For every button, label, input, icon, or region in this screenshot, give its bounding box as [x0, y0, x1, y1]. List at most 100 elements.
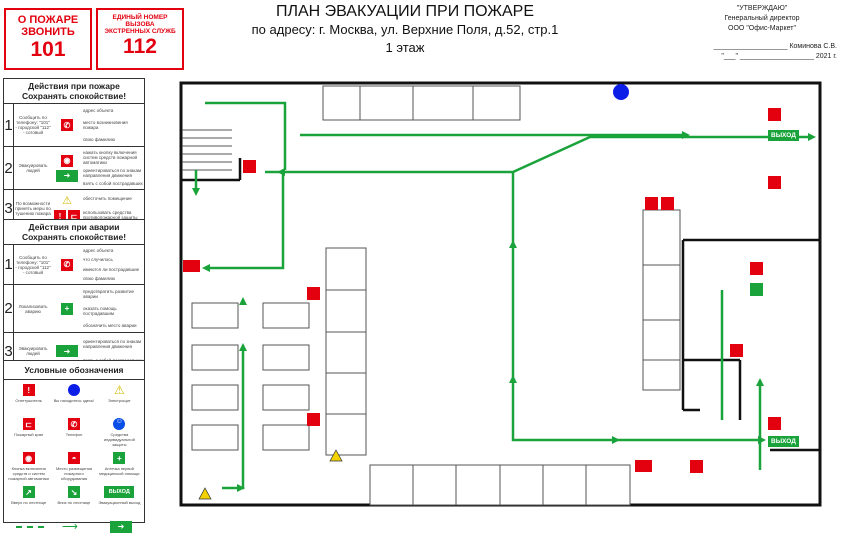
desc: взять с собой пострадавших — [83, 181, 143, 187]
fire-actions-title: Действия при пожаре — [28, 81, 120, 91]
desc: свою фамилию — [83, 275, 116, 281]
fire-hydrant-icon: ⊏ — [22, 418, 35, 430]
address: по адресу: г. Москва, ул. Верхние Поля, … — [251, 22, 559, 37]
electric-hazard-icon: ⚠ — [62, 195, 72, 207]
legend-label: Кнопка включения средств и систем пожарн… — [8, 466, 49, 481]
legend-label: Вверх по лестнице — [11, 500, 47, 505]
alarm-button-icon: ◉ — [22, 452, 35, 464]
approval-line1: "УТВЕРЖДАЮ" — [736, 5, 788, 12]
action-text: Эвакуировать людей — [18, 346, 48, 356]
legend-label: Эвакуационный выход — [98, 500, 141, 505]
legend-item: ! Огнетушитель — [7, 383, 50, 415]
electric-panel-icons — [198, 449, 343, 500]
emergency-line3: ЭКСТРЕННЫХ СЛУЖБ — [104, 28, 176, 35]
legend-label: Электрощит — [107, 398, 131, 403]
legend-item: Вы находитесь здесь! — [52, 383, 95, 415]
desc: оказать помощь пострадавшим — [83, 305, 117, 316]
accident-actions-subtitle: Сохранять спокойствие! — [21, 232, 127, 242]
protective-equipment-icon: ☺ — [113, 418, 126, 430]
row-number: 1 — [4, 104, 14, 146]
fire-equipment-icon: ◓ — [67, 452, 80, 464]
desc: место возникновения пожара — [83, 119, 128, 130]
legend-panel: Условные обозначения ! Огнетушитель Вы на… — [3, 360, 145, 533]
action-text: Сообщить по телефону: "101" - городской … — [15, 115, 51, 135]
fire-call-line1: О ПОЖАРЕ — [17, 14, 79, 26]
exit-arrow-icon: ➜ — [56, 345, 78, 357]
desc: использовать средства противопожарной за… — [83, 210, 138, 221]
stairs-down-icon: ↘ — [67, 486, 80, 498]
fire-equipment-signs — [183, 108, 781, 473]
emergency-line2: ВЫЗОВА — [125, 21, 155, 28]
exit-sign-icon: ВЫХОД — [104, 486, 135, 498]
exit-sign-top: ВЫХОД — [768, 130, 799, 141]
you-are-here-icon — [67, 384, 80, 396]
legend-title: Условные обозначения — [4, 361, 144, 380]
emergency-call-box: ЕДИНЫЙ НОМЕР ВЫЗОВА ЭКСТРЕННЫХ СЛУЖБ 112 — [96, 8, 184, 70]
legend-label: Пожарный кран — [14, 432, 44, 437]
row-number: 2 — [4, 147, 14, 189]
alarm-button-icon: ◉ — [61, 154, 73, 167]
legend-label: Вниз по лестнице — [57, 500, 91, 505]
fire-call-line2: ЗВОНИТЬ — [21, 26, 75, 38]
legend-item: ↗Вверх по лестнице — [7, 485, 50, 517]
legend-item: ↘ Вниз по лестнице — [52, 485, 95, 517]
row-number: 3 — [4, 333, 14, 369]
desc: адрес объекта — [83, 108, 114, 114]
desc: адрес объекта — [83, 248, 114, 254]
legend-item: ◉ Кнопка включения средств и систем пожар… — [7, 451, 50, 483]
desc: предотвратить развитие аварии — [83, 289, 134, 300]
desc: обозначить место аварии — [83, 322, 137, 328]
floor-label: 1 этаж — [385, 40, 425, 55]
exit-sign-bottom: ВЫХОД — [768, 436, 799, 447]
extinguisher-icon: ! — [22, 384, 35, 396]
emergency-number: 112 — [123, 35, 157, 58]
row-number: 3 — [4, 190, 14, 226]
legend-item: ВЫХОД Эвакуационный выход — [98, 485, 141, 517]
phone-icon: ✆ — [67, 418, 80, 430]
legend-label: Место размещения пожарного оборудования — [55, 466, 92, 481]
legend-item: ⚠Электрощит — [98, 383, 141, 415]
you-are-here-icon — [613, 84, 629, 100]
fire-call-box: О ПОЖАРЕ ЗВОНИТЬ 101 — [4, 8, 92, 70]
approval-signer: ___________________ Коминова С.В. — [713, 43, 837, 50]
electric-panel-icon: ⚠ — [113, 383, 125, 397]
fire-actions-subtitle: Сохранять спокойствие! — [21, 91, 127, 101]
stairs — [182, 129, 232, 171]
exit-arrow-icon: ➜ — [56, 169, 78, 182]
phone-icon: ✆ — [61, 258, 73, 271]
legend-label: Вы находитесь здесь! — [53, 398, 95, 403]
desc: что случилось — [83, 257, 113, 263]
legend-label: Огнетушитель — [15, 398, 42, 403]
furniture — [182, 85, 681, 506]
action-text: Локализовать аварию — [18, 303, 48, 314]
first-aid-icon: + — [113, 452, 126, 464]
legend-label: Аптечка первой медицинской помощи — [99, 466, 140, 476]
legend-label: Средства индивидуальной защиты — [103, 432, 135, 447]
desc: нажать кнопку включения систем средств п… — [83, 149, 138, 165]
approval-line2: Генеральный директор — [724, 15, 800, 22]
legend-item: ⊏ Пожарный кран — [7, 417, 50, 449]
legend-item: ☺ Средства индивидуальной защиты — [98, 417, 141, 449]
page-title: ПЛАН ЭВАКУАЦИИ ПРИ ПОЖАРЕ — [275, 3, 535, 20]
desc: ориентироваться по знакам направления дв… — [83, 338, 142, 349]
desc: имеются ли пострадавшие — [83, 266, 140, 272]
legend-item: ✆ Телефон — [52, 417, 95, 449]
row-number: 2 — [4, 285, 14, 332]
desc: обесточить помещение — [83, 195, 132, 201]
action-text: По возможности принять меры по тушению п… — [15, 200, 51, 216]
approval-block: "УТВЕРЖДАЮ" Генеральный директор ООО "Оф… — [687, 4, 837, 62]
first-aid-icon — [750, 283, 763, 296]
approval-date: "___" ___________________ 2021 г. — [721, 53, 837, 60]
desc: ориентироваться по знакам направления дв… — [83, 167, 142, 178]
fire-call-number: 101 — [30, 38, 66, 61]
evacuation-routes — [194, 101, 810, 490]
walls — [179, 81, 822, 507]
legend-label: Телефон — [65, 432, 83, 437]
emergency-line1: ЕДИНЫЙ НОМЕР — [112, 14, 168, 21]
